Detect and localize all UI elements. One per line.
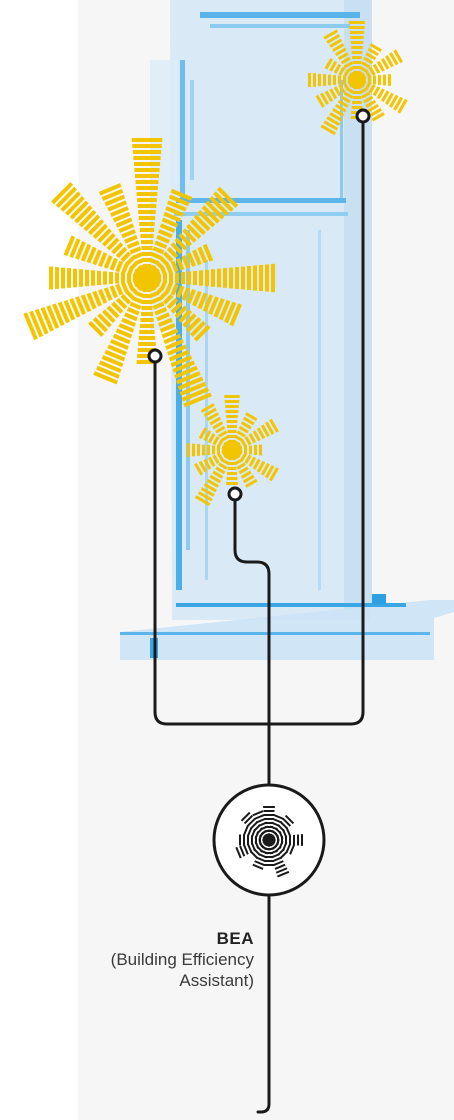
assistant-label: BEA (Building Efficiency Assistant) [100,928,254,991]
connector-dot-center [227,486,243,502]
connection-wires [153,120,365,1114]
mid-band [176,198,346,203]
base-slab [120,600,454,660]
mid-band-secondary [174,212,348,216]
tower-right-edge [344,0,372,612]
frame-right-upper [340,80,343,200]
assistant-name: BEA [216,929,254,948]
assistant-description: (Building Efficiency Assistant) [110,950,254,990]
wire-loop [153,120,365,726]
sun-burst-icon [187,395,279,507]
connector-dot-left [147,348,163,364]
wire-exit [256,892,271,1114]
frame-left-inner [190,80,194,180]
base-corner-block [372,594,386,604]
connector-dot-right [355,108,371,124]
wire-center [233,498,271,788]
column-left [176,220,182,590]
sun-bursts [23,21,408,507]
roof-bar [200,12,360,18]
sun-burst-icon [308,21,408,136]
hub-burst-rays [235,806,303,878]
frame-left-upper [180,60,185,200]
base-edge-line [176,603,406,607]
sun-burst-icon [23,138,275,408]
roof-bar-secondary [210,24,350,28]
column-mid [205,260,208,580]
hub-burst-icon [235,806,303,878]
column-right [318,230,321,590]
base-edge-lower [120,632,430,635]
building-illustration [120,0,454,660]
